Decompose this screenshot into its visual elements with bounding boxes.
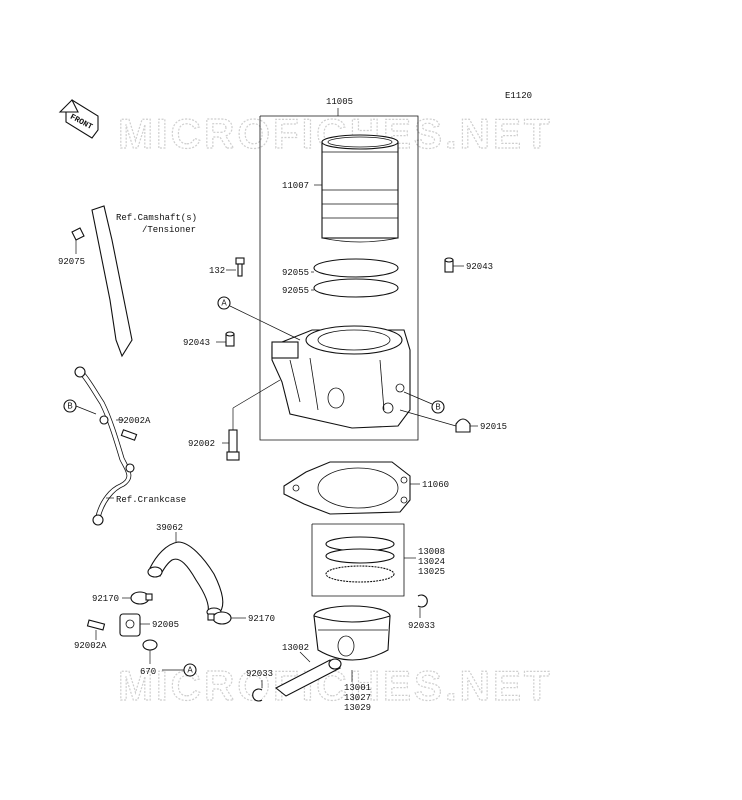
piston-rings	[325, 536, 395, 583]
o-ring-upper	[313, 258, 399, 278]
label-132: 132	[209, 266, 225, 276]
marker-a-top	[217, 296, 231, 310]
ref-crankcase: Ref.Crankcase	[116, 495, 186, 505]
label-92075: 92075	[58, 257, 85, 267]
cylinder-block	[271, 325, 411, 429]
cam-chain-guide	[71, 205, 133, 358]
circlip-left	[252, 688, 263, 702]
label-92055-upper: 92055	[282, 268, 309, 278]
label-13008: 13008	[418, 547, 445, 557]
label-13001: 13001	[344, 683, 371, 693]
circlip-right	[417, 594, 428, 608]
label-92002a-lower: 92002A	[74, 641, 107, 651]
front-arrow-icon: FRONT	[58, 99, 99, 139]
label-11060: 11060	[422, 480, 449, 490]
bolt-92002a-lower	[86, 619, 106, 631]
piston	[313, 605, 391, 661]
marker-b-left-text: B	[67, 402, 72, 411]
label-92055-lower: 92055	[282, 286, 309, 296]
label-13029: 13029	[344, 703, 371, 713]
oil-pipe	[74, 366, 135, 526]
o-ring-670	[142, 639, 158, 651]
label-92170-left: 92170	[92, 594, 119, 604]
diagram-code: E1120	[505, 91, 532, 101]
label-13002: 13002	[282, 643, 309, 653]
cylinder-group-frame	[259, 108, 419, 441]
label-11007: 11007	[282, 181, 309, 191]
label-92015: 92015	[480, 422, 507, 432]
label-13027: 13027	[344, 693, 371, 703]
acorn-nut	[455, 418, 471, 433]
label-11005: 11005	[326, 97, 353, 107]
label-92005: 92005	[152, 620, 179, 630]
label-13024: 13024	[418, 557, 445, 567]
label-92002: 92002	[188, 439, 215, 449]
bolt-92002	[226, 429, 240, 461]
head-gasket	[283, 461, 411, 515]
label-92043-left: 92043	[183, 338, 210, 348]
hose-clamp-right	[207, 611, 232, 625]
bolt-92002a-upper	[120, 429, 138, 441]
hose-fitting	[119, 613, 141, 637]
marker-a-bottom	[183, 663, 197, 677]
piston-ring-frame	[311, 523, 405, 597]
label-39062: 39062	[156, 523, 183, 533]
marker-a-bottom-text: A	[187, 666, 193, 675]
label-13025: 13025	[418, 567, 445, 577]
bolt-132	[235, 257, 245, 277]
dowel-pin-right	[444, 257, 454, 273]
cylinder-liner	[321, 134, 399, 243]
label-92043-right: 92043	[466, 262, 493, 272]
breather-hose	[147, 541, 224, 617]
ref-camshaft-line1: Ref.Camshaft(s)	[116, 213, 197, 223]
label-92170-right: 92170	[248, 614, 275, 624]
label-92033-right: 92033	[408, 621, 435, 631]
piston-pin	[274, 658, 342, 697]
marker-a-top-text: A	[221, 299, 227, 308]
o-ring-lower	[313, 278, 399, 298]
dowel-pin-left	[225, 331, 235, 347]
ref-camshaft-line2: /Tensioner	[142, 225, 196, 235]
label-92002a-upper: 92002A	[118, 416, 151, 426]
label-92033-left: 92033	[246, 669, 273, 679]
label-670: 670	[140, 667, 156, 677]
hose-clamp-left	[130, 591, 153, 605]
marker-b-right	[431, 400, 445, 414]
marker-b-right-text: B	[435, 403, 440, 412]
